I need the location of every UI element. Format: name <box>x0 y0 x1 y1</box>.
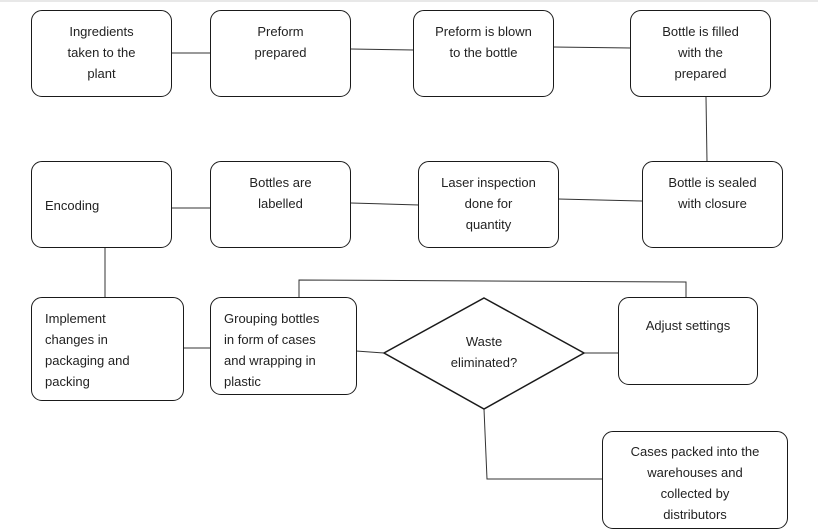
node-cases: Cases packed into the warehouses and col… <box>602 431 788 529</box>
node-blown-label: Preform is blown to the bottle <box>435 24 532 60</box>
node-cases-label: Cases packed into the warehouses and col… <box>630 444 760 522</box>
node-ingredients-label: Ingredients taken to the plant <box>67 24 136 81</box>
node-adjust-label: Adjust settings <box>645 318 731 333</box>
connector-adjust-loop <box>298 279 687 298</box>
window-top-edge <box>0 0 818 2</box>
node-encoding-label: Encoding <box>45 198 100 213</box>
node-ingredients: Ingredients taken to the plant <box>31 10 172 97</box>
connector-blown-filled <box>552 46 632 49</box>
node-encoding: Encoding <box>31 161 172 248</box>
node-labelled-label: Bottles are labelled <box>249 175 312 211</box>
node-laser-label: Laser inspection done for quantity <box>441 175 536 232</box>
connector-grouping-decision <box>355 350 385 354</box>
node-sealed: Bottle is sealed with closure <box>642 161 783 248</box>
node-grouping-label: Grouping bottles in form of cases and wr… <box>224 311 320 389</box>
node-implement-label: Implement changes in packaging and packi… <box>45 311 130 389</box>
node-grouping: Grouping bottles in form of cases and wr… <box>210 297 357 395</box>
connector-filled-sealed <box>705 96 708 163</box>
node-laser: Laser inspection done for quantity <box>418 161 559 248</box>
connector-sealed-laser <box>557 198 643 202</box>
connector-decision-cases <box>483 408 603 480</box>
decision-label: Waste eliminated? <box>450 334 518 370</box>
decision-diamond <box>382 297 586 410</box>
node-blown: Preform is blown to the bottle <box>413 10 554 97</box>
node-sealed-label: Bottle is sealed with closure <box>668 175 757 211</box>
node-filled: Bottle is filled with the prepared <box>630 10 771 97</box>
node-preform-label: Preform prepared <box>254 24 307 60</box>
connector-preform-blown <box>350 48 415 51</box>
node-preform: Preform prepared <box>210 10 351 97</box>
node-implement: Implement changes in packaging and packi… <box>31 297 184 401</box>
node-labelled: Bottles are labelled <box>210 161 351 248</box>
connector-laser-labelled <box>350 202 420 206</box>
node-adjust: Adjust settings <box>618 297 758 385</box>
node-filled-label: Bottle is filled with the prepared <box>662 24 739 81</box>
